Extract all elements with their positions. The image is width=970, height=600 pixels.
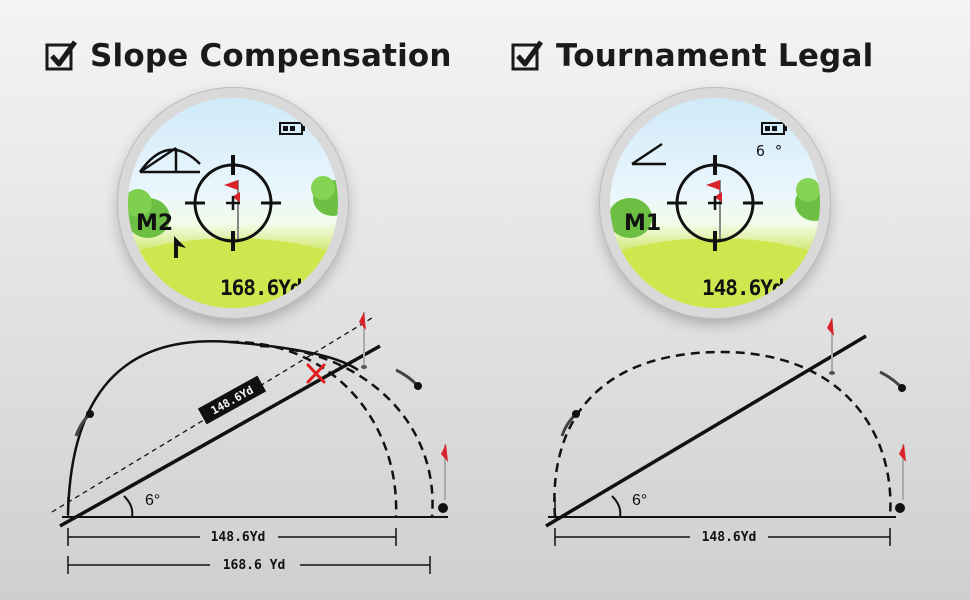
dimension-long: 168.6 Yd	[67, 556, 431, 574]
angle-label: 6°	[145, 492, 160, 509]
left-diagram: 148.6Yd 6°	[51, 312, 448, 574]
golf-ball-icon	[395, 368, 422, 390]
angle-label: 6°	[632, 492, 647, 509]
shot-arc-dashed-outer	[259, 344, 434, 518]
flag-icon	[224, 180, 240, 240]
slope-line-icon	[631, 142, 666, 166]
shot-arc-solid	[66, 340, 359, 516]
lens-view: M2 168.6Yd	[128, 98, 338, 308]
checkbox-check-icon	[511, 40, 544, 71]
flag-icon	[359, 312, 367, 369]
angle-arc	[611, 495, 622, 518]
tournament-legal-heading: Tournament Legal	[510, 38, 873, 74]
lens-view: 6 ° M1 148.6Yd	[610, 98, 820, 308]
battery-icon	[279, 122, 305, 135]
reticle-icon	[185, 155, 281, 251]
dimension-long-label: 168.6 Yd	[223, 558, 286, 573]
dimension: 148.6Yd	[554, 528, 891, 546]
slope-mode-icon	[138, 146, 201, 174]
reticle-icon	[667, 155, 763, 251]
slope-line	[59, 344, 381, 528]
lens-scene	[610, 122, 820, 308]
checkbox-check-icon	[45, 40, 78, 71]
golf-ball-icon	[74, 410, 94, 437]
rangefinder-view-slope: M2 168.6Yd	[118, 88, 348, 318]
flag-icon	[895, 444, 906, 513]
battery-icon	[761, 122, 787, 135]
rangefinder-view-legal: 6 ° M1 148.6Yd	[600, 88, 830, 318]
shot-arc-dashed	[553, 350, 892, 518]
flag-icon	[827, 318, 835, 375]
dimension-short: 148.6Yd	[67, 528, 397, 546]
slope-compensation-title: Slope Compensation	[90, 38, 452, 74]
mode-indicator: M2	[136, 211, 174, 236]
slope-angle-readout: 6 °	[756, 142, 784, 160]
tournament-legal-title: Tournament Legal	[556, 38, 874, 74]
distance-readout: 168.6Yd	[220, 276, 303, 300]
distance-readout: 148.6Yd	[702, 276, 785, 300]
dimension-label: 148.6Yd	[702, 530, 757, 545]
golf-ball-icon	[895, 503, 905, 513]
golf-ball-icon	[560, 410, 580, 437]
dimension-short-label: 148.6Yd	[211, 530, 266, 545]
lens-scene	[128, 122, 338, 308]
mode-indicator: M1	[624, 211, 662, 236]
angle-arc	[123, 495, 134, 518]
right-diagram: 6° 148.6Yd	[545, 318, 906, 546]
red-x-icon	[306, 363, 326, 384]
slope-line	[545, 334, 867, 528]
flag-icon	[438, 444, 448, 513]
flag-icon	[706, 180, 722, 240]
slope-compensation-heading: Slope Compensation	[44, 38, 452, 74]
cursor-icon	[174, 236, 186, 258]
golf-ball-icon	[438, 503, 448, 513]
golf-ball-icon	[879, 370, 906, 392]
